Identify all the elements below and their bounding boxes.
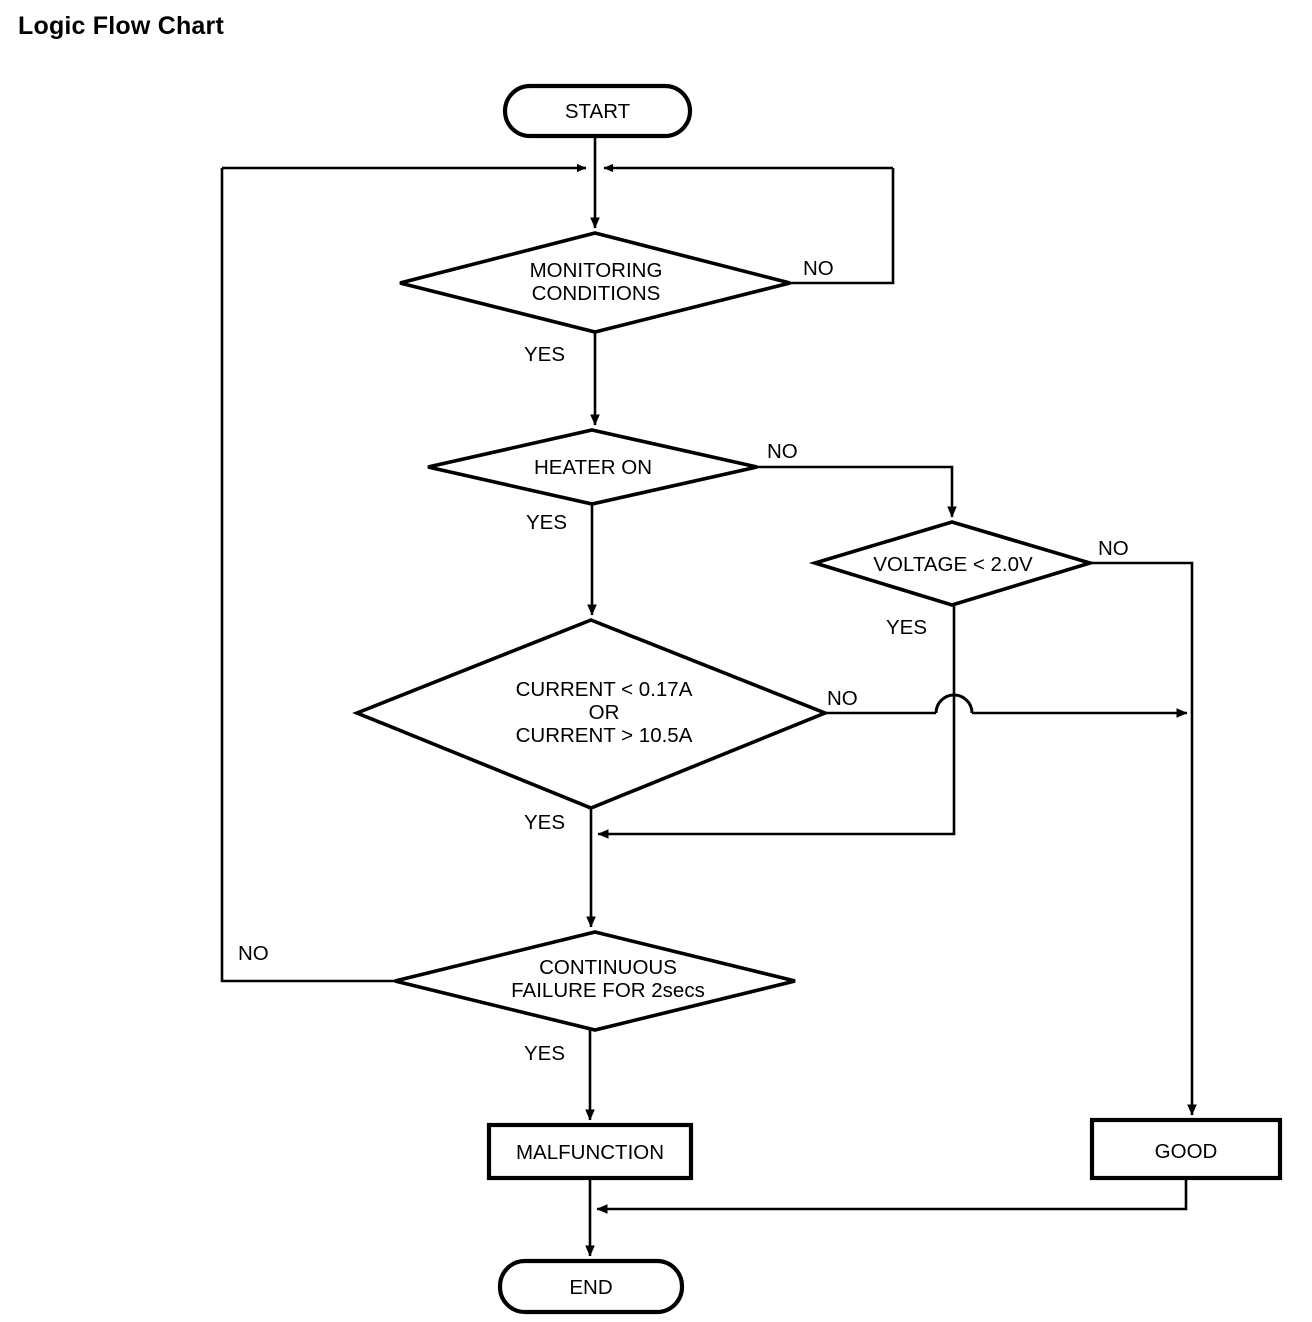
node-continuous-line1: CONTINUOUS [539, 956, 677, 979]
page-title: Logic Flow Chart [18, 12, 224, 40]
node-end-label: END [569, 1276, 612, 1299]
node-end[interactable]: END [497, 1258, 685, 1315]
node-continuous-failure[interactable]: CONTINUOUS FAILURE FOR 2secs [394, 930, 796, 1032]
node-start-label: START [565, 100, 631, 123]
node-voltage-label: VOLTAGE < 2.0V [873, 553, 1033, 576]
node-current[interactable]: CURRENT < 0.17A OR CURRENT > 10.5A [352, 618, 830, 810]
edge-voltage-no: NO [1090, 537, 1197, 1116]
edge-label-continuous-yes: YES [524, 1042, 565, 1065]
edge-label-heater-yes: YES [526, 511, 567, 534]
edge-continuous-yes: YES [524, 1030, 595, 1121]
edge-heater-no: NO [757, 440, 957, 518]
edge-good-to-end [596, 1178, 1188, 1214]
node-current-line3: CURRENT > 10.5A [516, 724, 693, 747]
node-malfunction[interactable]: MALFUNCTION [486, 1122, 694, 1181]
node-heater-on[interactable]: HEATER ON [427, 428, 758, 506]
node-voltage[interactable]: VOLTAGE < 2.0V [808, 520, 1097, 607]
edge-label-continuous-no: NO [238, 942, 269, 965]
edge-current-yes: YES [524, 808, 596, 928]
edge-voltage-yes: YES [597, 605, 956, 839]
node-good-label: GOOD [1155, 1140, 1218, 1163]
edge-continuous-no: NO [220, 168, 395, 983]
node-malfunction-label: MALFUNCTION [516, 1141, 664, 1164]
edge-heater-yes: YES [526, 504, 597, 616]
edge-label-monitoring-yes: YES [524, 343, 565, 366]
edge-label-voltage-yes: YES [886, 616, 927, 639]
node-monitoring-line1: MONITORING [530, 259, 663, 282]
edge-current-no: NO [825, 687, 1188, 718]
edge-label-heater-no: NO [767, 440, 798, 463]
node-monitoring-line2: CONDITIONS [532, 282, 661, 305]
node-current-line1: CURRENT < 0.17A [516, 678, 693, 701]
node-start[interactable]: START [502, 83, 693, 139]
edge-label-voltage-no: NO [1098, 537, 1129, 560]
node-good[interactable]: GOOD [1089, 1117, 1283, 1181]
node-current-line2: OR [589, 701, 620, 724]
edge-monitoring-no: NO [790, 168, 895, 285]
edge-label-monitoring-no: NO [803, 257, 834, 280]
node-continuous-line2: FAILURE FOR 2secs [511, 979, 705, 1002]
node-monitoring-conditions[interactable]: MONITORING CONDITIONS [399, 231, 791, 334]
edge-label-current-yes: YES [524, 811, 565, 834]
edge-monitoring-yes: YES [524, 332, 600, 426]
edge-label-current-no: NO [827, 687, 858, 710]
node-heater-label: HEATER ON [534, 456, 652, 479]
